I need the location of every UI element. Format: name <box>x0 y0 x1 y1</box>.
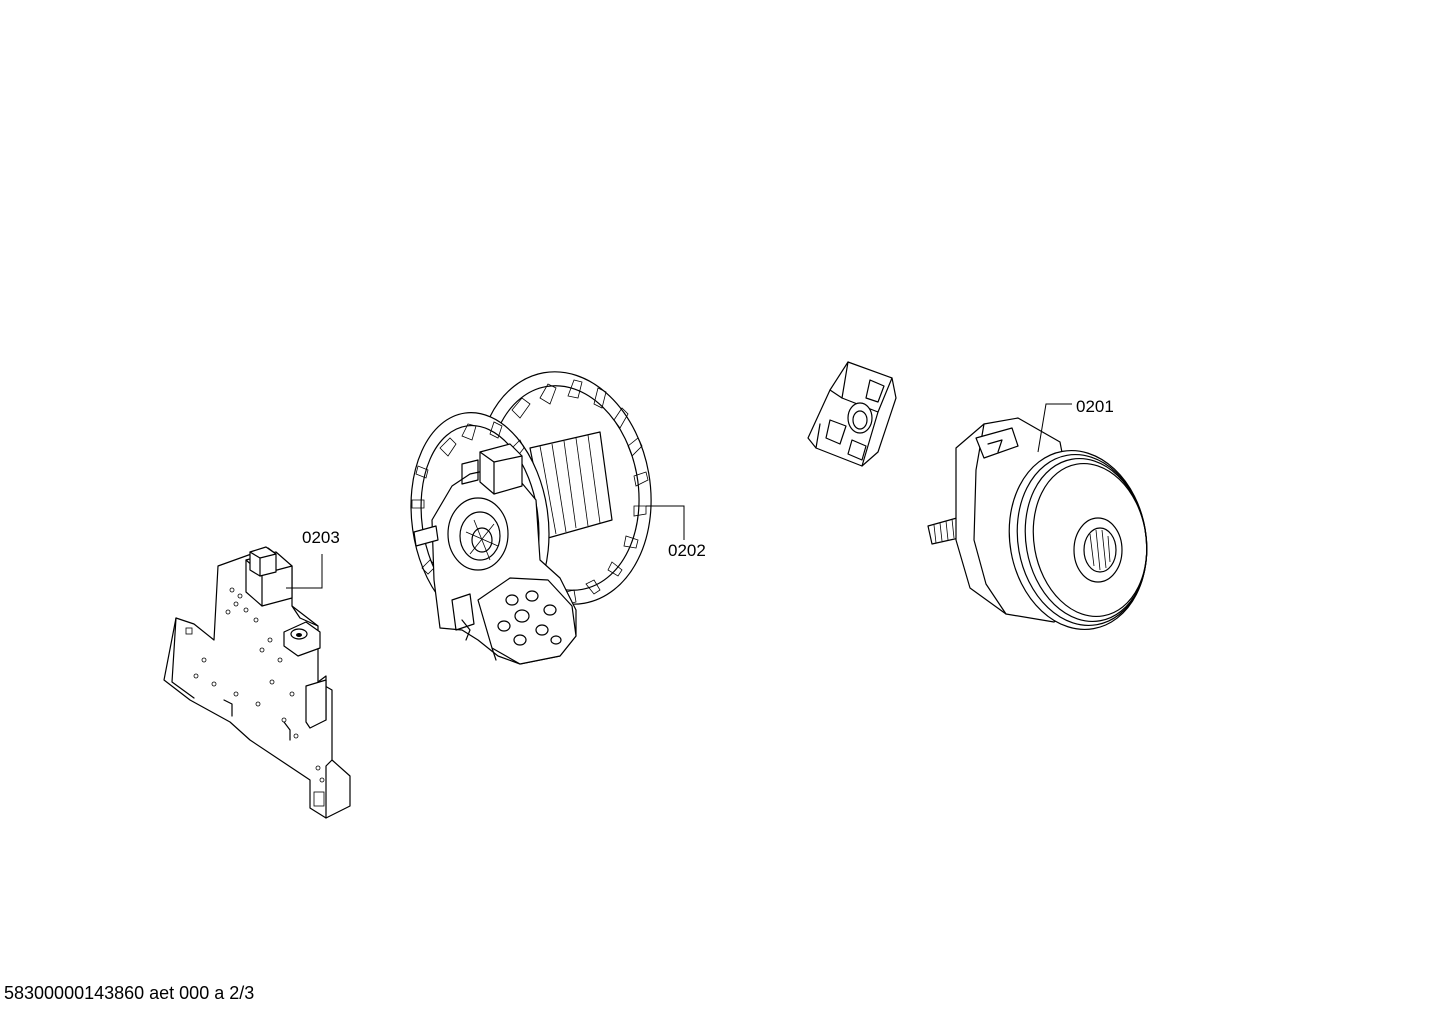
part-0201-motor <box>927 417 1148 631</box>
part-0202-cable-reel <box>410 371 652 665</box>
drawing-reference-number: 58300000143860 aet 000 a 2/3 <box>4 983 255 1003</box>
leader-0201 <box>1037 403 1072 453</box>
label-0203: 0203 <box>302 528 340 547</box>
label-0202: 0202 <box>668 541 706 560</box>
label-0201: 0201 <box>1076 397 1114 416</box>
leader-0203 <box>286 554 323 589</box>
part-clip-insert <box>807 361 897 467</box>
leader-0202 <box>646 505 685 540</box>
part-0203-bracket <box>163 546 351 819</box>
